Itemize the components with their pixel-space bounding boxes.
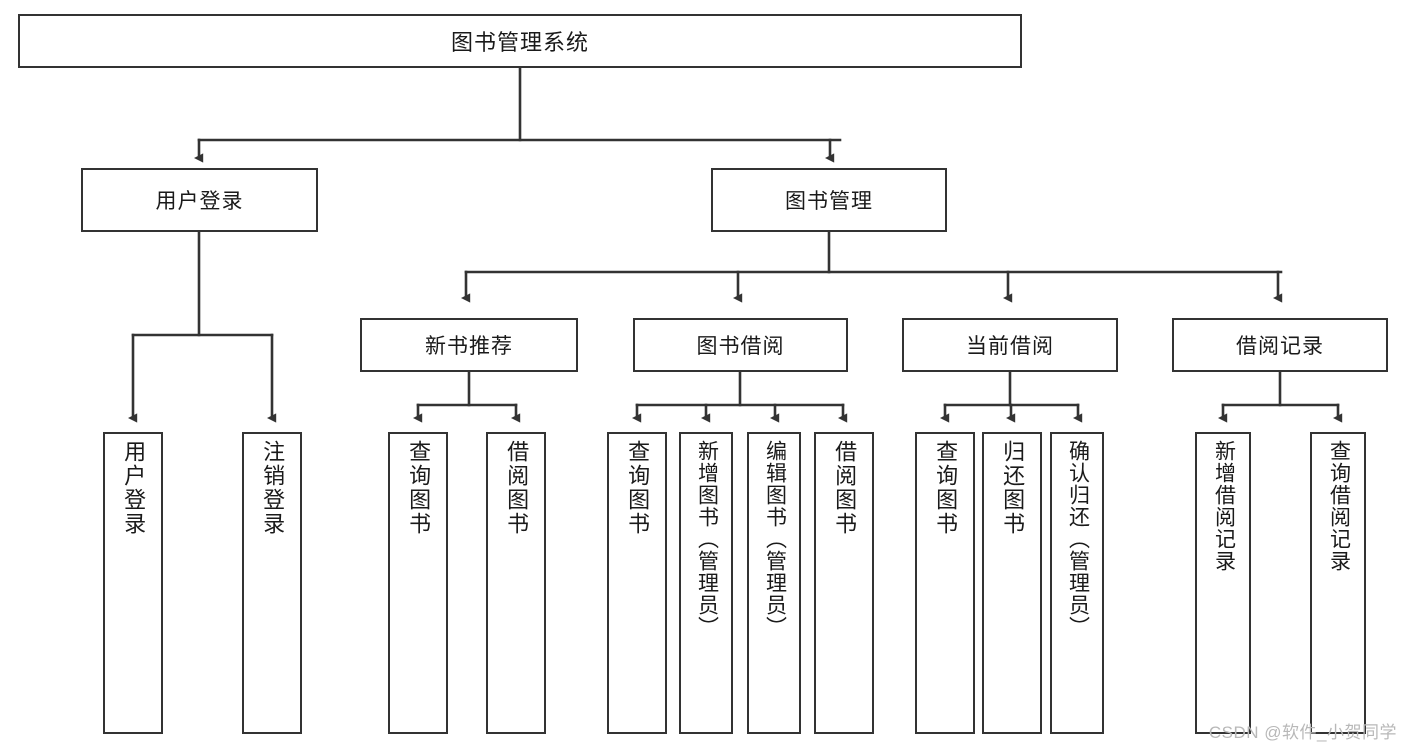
leaf-node-borrow-book-recommend[interactable]: 借阅图书	[486, 432, 546, 734]
leaf-node-query-book-recommend[interactable]: 查询图书	[388, 432, 448, 734]
leaf-label: 确认归还（管理员）	[1066, 440, 1090, 638]
leaf-label: 归还图书	[1000, 440, 1026, 536]
node-new-book-recommend[interactable]: 新书推荐	[360, 318, 578, 372]
leaf-label: 查询图书	[406, 440, 432, 536]
leaf-label: 编辑图书（管理员）	[763, 440, 787, 638]
leaf-node-return-book[interactable]: 归还图书	[982, 432, 1042, 734]
leaf-label: 注销登录	[260, 440, 286, 536]
leaf-node-query-borrow-record[interactable]: 查询借阅记录	[1310, 432, 1366, 734]
leaf-label: 新增借阅记录	[1212, 440, 1236, 572]
leaf-node-confirm-return[interactable]: 确认归还（管理员）	[1050, 432, 1104, 734]
leaf-label: 借阅图书	[832, 440, 858, 536]
node-book-manage[interactable]: 图书管理	[711, 168, 947, 232]
leaf-node-logout[interactable]: 注销登录	[242, 432, 302, 734]
leaf-node-query-book-borrow[interactable]: 查询图书	[607, 432, 667, 734]
node-root-system[interactable]: 图书管理系统	[18, 14, 1022, 68]
leaf-label: 用户登录	[121, 440, 147, 536]
leaf-node-borrow-book[interactable]: 借阅图书	[814, 432, 874, 734]
leaf-label: 查询图书	[933, 440, 959, 536]
leaf-label: 新增图书（管理员）	[695, 440, 719, 638]
leaf-label: 借阅图书	[504, 440, 530, 536]
node-current-borrow[interactable]: 当前借阅	[902, 318, 1118, 372]
csdn-watermark: CSDN @软件_小贺同学	[1208, 723, 1397, 742]
leaf-node-user-login[interactable]: 用户登录	[103, 432, 163, 734]
node-user-login[interactable]: 用户登录	[81, 168, 318, 232]
leaf-node-add-book[interactable]: 新增图书（管理员）	[679, 432, 733, 734]
leaf-node-add-borrow-record[interactable]: 新增借阅记录	[1195, 432, 1251, 734]
node-book-borrow[interactable]: 图书借阅	[633, 318, 848, 372]
leaf-label: 查询借阅记录	[1327, 440, 1351, 572]
node-borrow-record[interactable]: 借阅记录	[1172, 318, 1388, 372]
leaf-node-edit-book[interactable]: 编辑图书（管理员）	[747, 432, 801, 734]
leaf-label: 查询图书	[625, 440, 651, 536]
leaf-node-query-book-current[interactable]: 查询图书	[915, 432, 975, 734]
